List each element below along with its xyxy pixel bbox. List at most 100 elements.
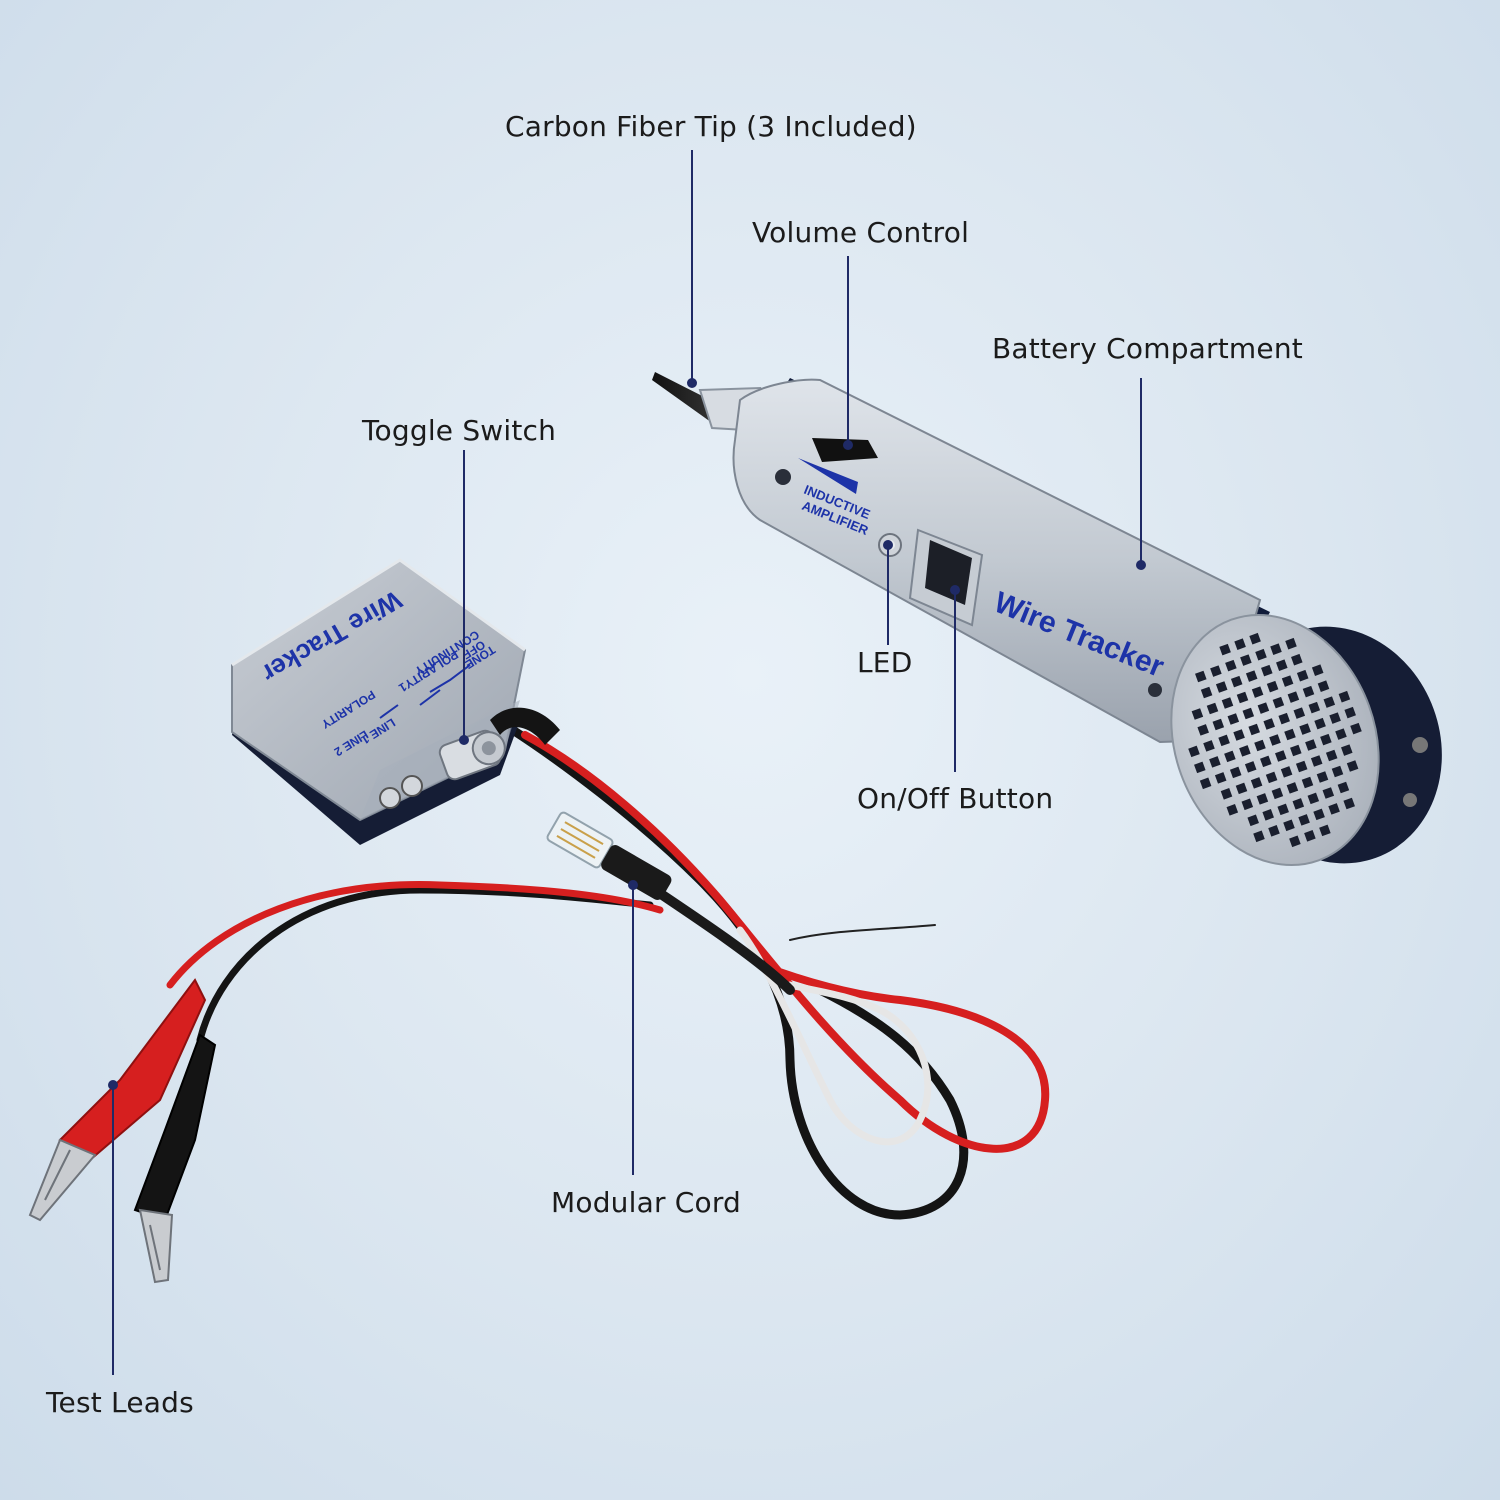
speaker-hole	[1271, 787, 1284, 800]
speaker-hole	[1236, 691, 1249, 704]
speaker-hole	[1343, 797, 1355, 810]
speaker-hole	[1270, 643, 1282, 655]
speaker-hole	[1195, 670, 1207, 683]
speaker-hole	[1310, 755, 1323, 767]
black-alligator-clip	[133, 1033, 217, 1284]
speaker-hole	[1245, 670, 1258, 682]
speaker-hole	[1244, 761, 1257, 773]
speaker-hole	[1229, 766, 1242, 779]
speaker-hole	[1328, 803, 1340, 815]
speaker-hole	[1241, 798, 1254, 811]
speaker-hole	[1227, 713, 1240, 725]
speaker-hole	[1239, 745, 1251, 757]
speaker-hole	[1284, 728, 1296, 741]
speaker-hole	[1329, 712, 1341, 724]
speaker-hole	[1289, 835, 1301, 848]
speaker-hole	[1292, 798, 1305, 810]
speaker-hole	[1199, 777, 1212, 790]
tone-generator: Wire Tracker TONE OFF POLARITY1 CONTINUI…	[231, 558, 560, 845]
speaker-hole	[1249, 632, 1261, 645]
speaker-hole	[1200, 686, 1213, 699]
speaker-hole	[1272, 696, 1285, 709]
speaker-hole	[1319, 824, 1331, 837]
callout-led: LED	[857, 646, 913, 679]
on-off-button	[908, 528, 984, 627]
speaker-hole	[1295, 760, 1308, 773]
speaker-hole	[1331, 765, 1344, 778]
speaker-hole	[1215, 681, 1228, 693]
speaker-hole	[1233, 729, 1245, 741]
speaker-hole	[1302, 685, 1315, 698]
speaker-hole	[1298, 814, 1310, 826]
speaker-hole	[1225, 659, 1237, 672]
speaker-hole	[1350, 722, 1362, 735]
speaker-hole	[1278, 712, 1290, 725]
speaker-hole	[1301, 776, 1314, 789]
speaker-hole	[1305, 739, 1317, 751]
speaker-hole	[1226, 804, 1239, 816]
speaker-hole	[1311, 664, 1324, 676]
speaker-hole	[1257, 702, 1270, 714]
volume-control	[812, 438, 878, 462]
speaker-hole	[1296, 669, 1309, 682]
speaker-hole	[1240, 654, 1252, 666]
white-wire	[736, 926, 932, 1146]
speaker-hole	[1255, 648, 1267, 661]
speaker-hole	[1230, 675, 1243, 688]
loose-wire	[789, 924, 936, 941]
speaker-hole	[1337, 781, 1350, 794]
speaker-hole	[1269, 734, 1281, 746]
speaker-hole	[1266, 680, 1279, 693]
speaker-hole	[1291, 653, 1303, 666]
speaker-hole	[1320, 733, 1332, 746]
speaker-hole	[1286, 782, 1299, 794]
speaker-hole	[1218, 734, 1230, 747]
speaker-hole	[1262, 809, 1274, 821]
leader-lines	[108, 150, 1146, 1375]
speaker-hole	[1206, 702, 1219, 715]
speaker-hole	[1224, 750, 1236, 763]
speaker-hole	[1254, 739, 1266, 752]
speaker-hole	[1209, 756, 1221, 768]
speaker-hole	[1260, 755, 1272, 768]
speaker-hole	[1323, 696, 1336, 708]
speaker-hole	[1261, 664, 1273, 677]
speaker-hole	[1317, 680, 1330, 692]
speaker-hole	[1234, 638, 1246, 650]
callout-volume-control: Volume Control	[752, 216, 970, 249]
callout-modular-cord: Modular Cord	[551, 1186, 742, 1219]
speaker-hole	[1263, 718, 1275, 730]
speaker-hole	[1313, 808, 1325, 821]
callout-battery-compartment: Battery Compartment	[992, 332, 1303, 365]
speaker-hole	[1299, 723, 1311, 735]
speaker-hole	[1188, 745, 1200, 758]
modular-cord	[166, 720, 1050, 1220]
red-cord	[521, 731, 1050, 1153]
speaker-hole	[1197, 724, 1209, 736]
speaker-hole	[1293, 707, 1306, 719]
speaker-hole	[1346, 760, 1359, 772]
speaker-hole	[1235, 782, 1248, 795]
callout-carbon-fiber-tip: Carbon Fiber Tip (3 Included)	[505, 110, 917, 143]
speaker-hole	[1220, 788, 1233, 800]
speaker-hole	[1285, 637, 1297, 650]
callout-test-leads: Test Leads	[46, 1386, 194, 1419]
speaker-hole	[1242, 707, 1255, 720]
speaker-hole	[1308, 701, 1321, 714]
red-test-lead	[166, 881, 664, 989]
speaker-hole	[1256, 793, 1269, 805]
speaker-hole	[1314, 717, 1326, 730]
speaker-hole	[1247, 814, 1259, 827]
red-alligator-clip	[28, 978, 207, 1222]
generator-led-2	[401, 775, 423, 797]
speaker-hole	[1248, 723, 1260, 736]
speaker-hole	[1325, 749, 1338, 762]
speaker-hole	[1221, 697, 1234, 709]
speaker-hole	[1280, 766, 1293, 778]
callout-on-off-button: On/Off Button	[857, 782, 1054, 815]
speaker-hole	[1335, 728, 1347, 740]
speaker-hole	[1290, 744, 1302, 757]
speaker-hole	[1283, 819, 1295, 832]
speaker-hole	[1275, 750, 1287, 762]
